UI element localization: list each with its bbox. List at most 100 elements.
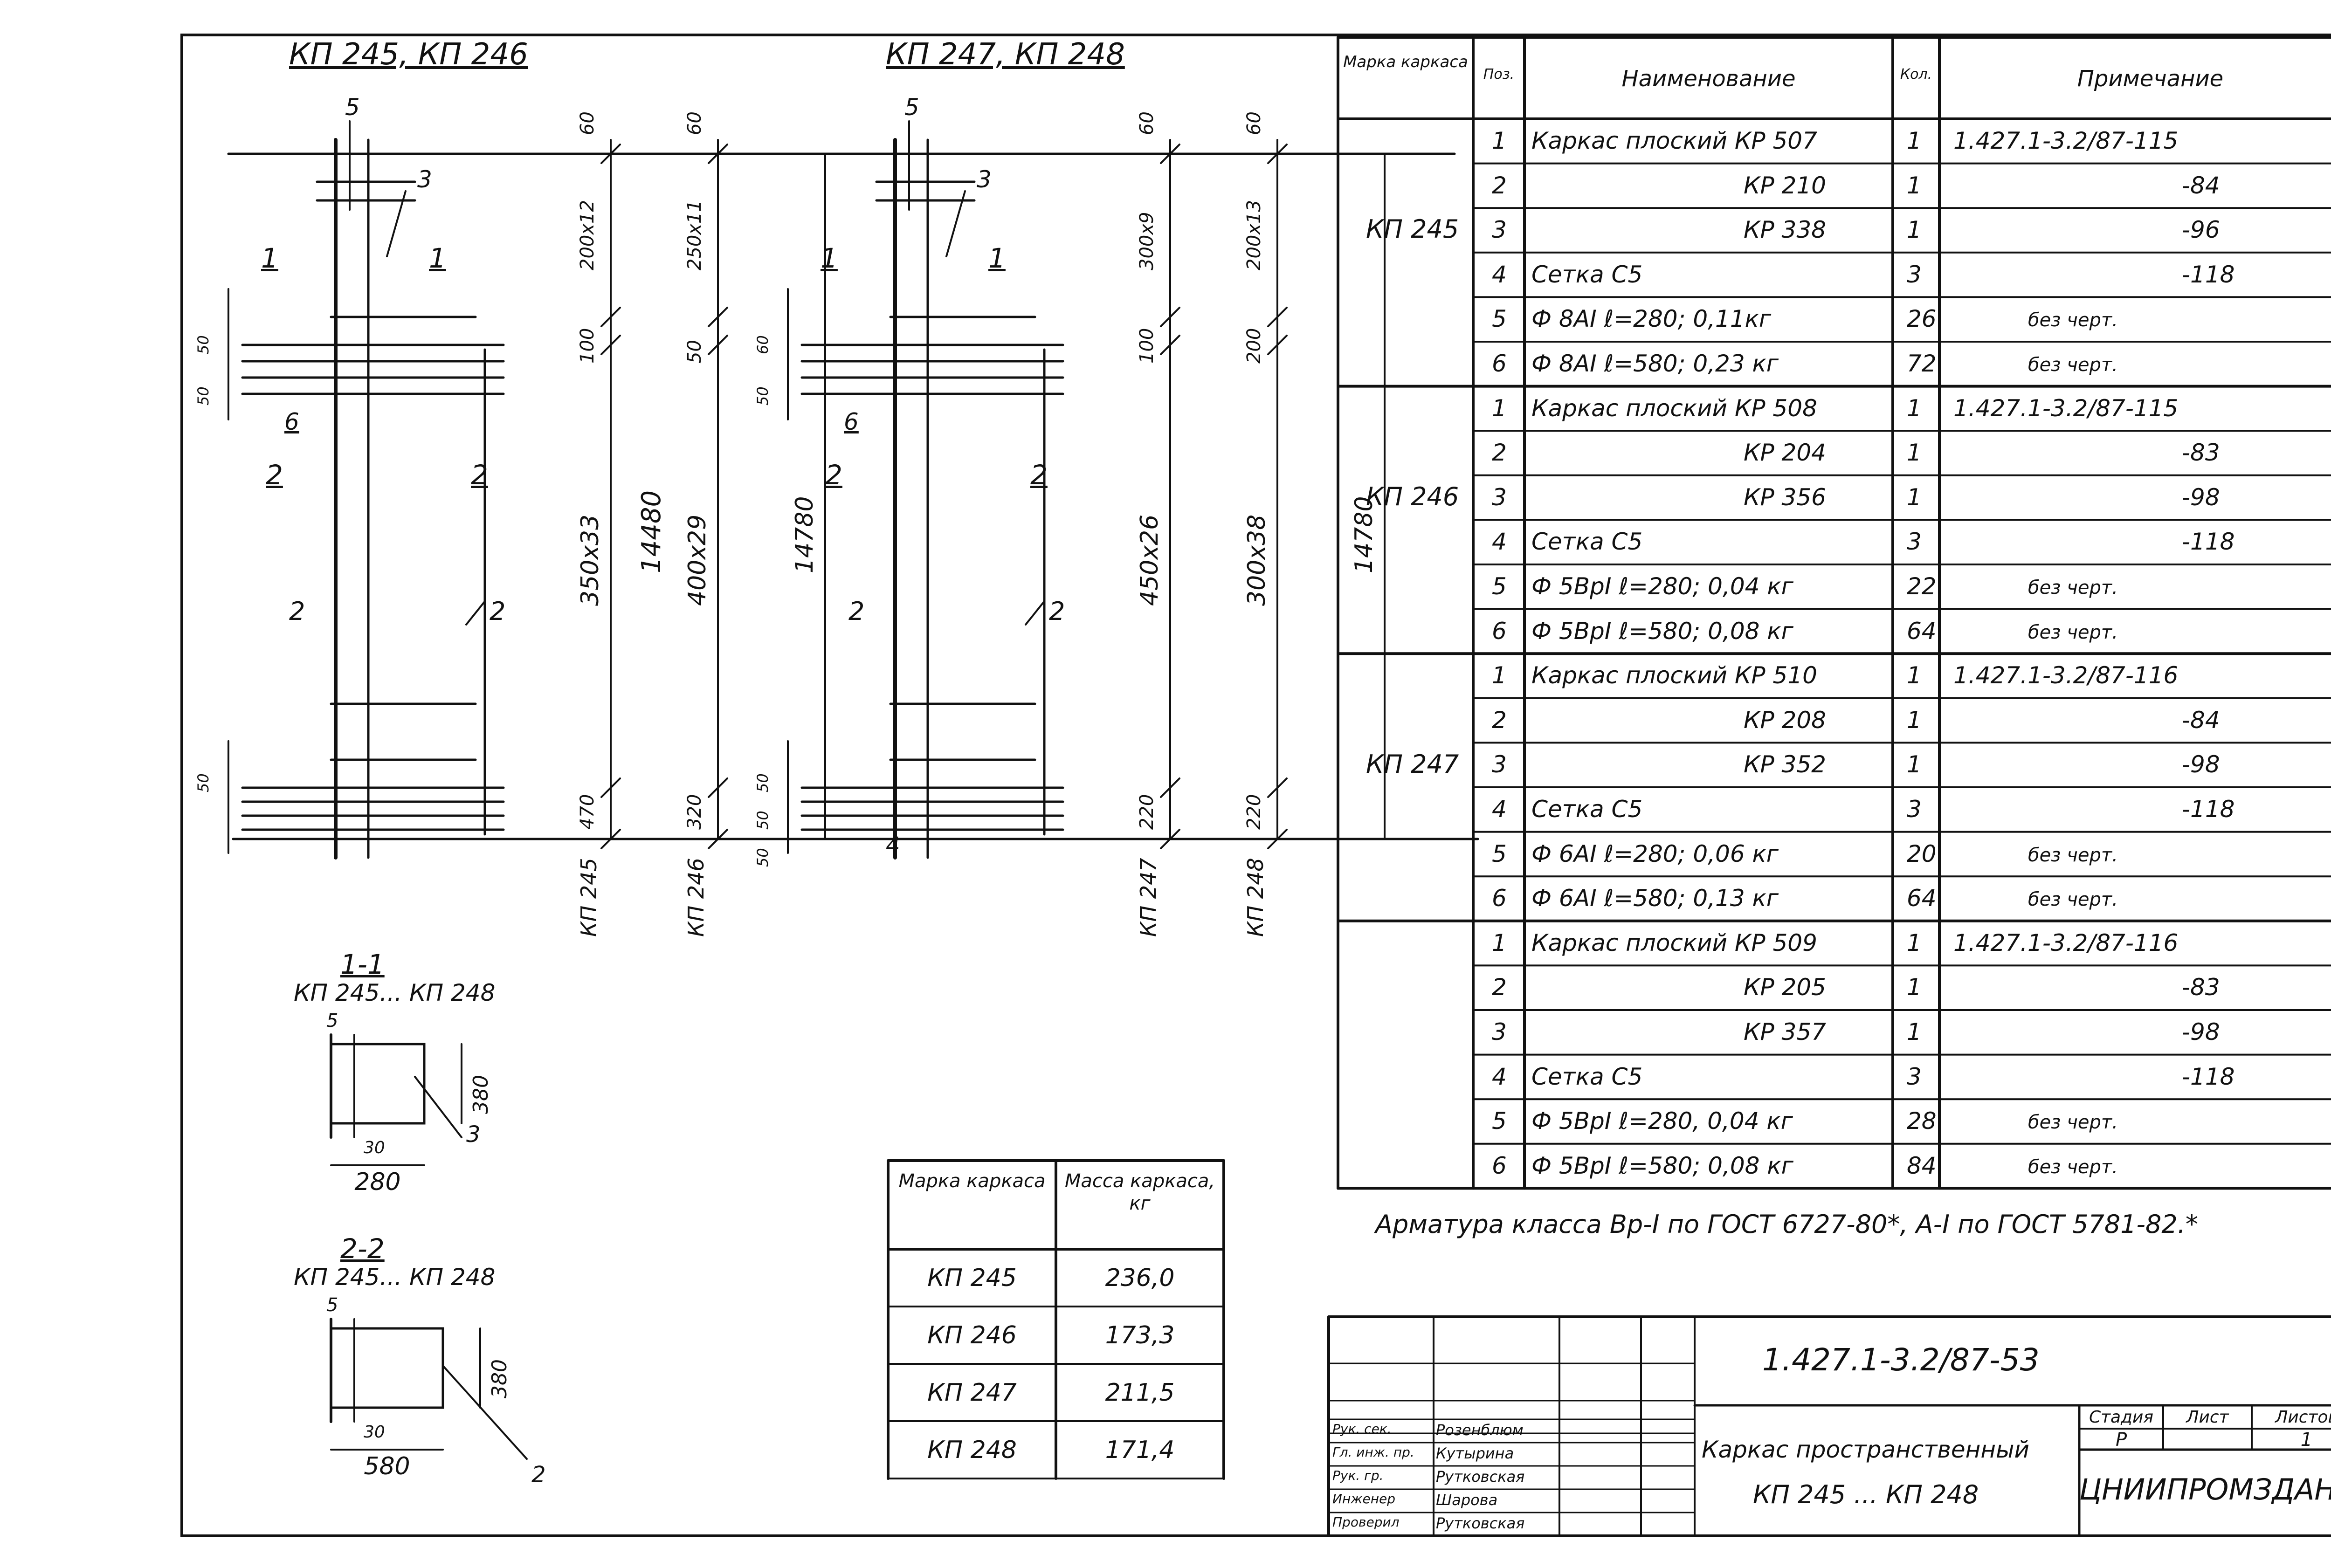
spec-row-note: без черт. bbox=[2028, 844, 2118, 866]
stamp-name: Рутковская bbox=[1436, 1514, 1525, 1532]
spec-row-name: Сетка С5 bbox=[1531, 1063, 1643, 1090]
right-dim-tick-a-3 bbox=[1160, 777, 1180, 798]
spec-header-name: Наименование bbox=[1621, 66, 1796, 92]
right-pos3-leader bbox=[945, 190, 966, 257]
spec-row-name: Сетка С5 bbox=[1531, 528, 1643, 556]
right-dim-tick-a-0 bbox=[1160, 144, 1180, 164]
right-dim-tick-b-1 bbox=[1267, 307, 1288, 327]
right-dim-total: 14780 bbox=[1350, 496, 1378, 573]
left-dim-tick-a-4 bbox=[600, 829, 621, 849]
spec-row-qty: 3 bbox=[1907, 796, 1922, 823]
left-left-dim-2: 50 bbox=[194, 773, 212, 792]
spec-row-qty: 1 bbox=[1907, 394, 1922, 422]
stamp-name: Розенблюм bbox=[1436, 1421, 1524, 1439]
left-dim-tick-b-2 bbox=[708, 335, 728, 355]
spec-row-name: Ф 5ВрI ℓ=280; 0,04 кг bbox=[1531, 573, 1793, 600]
spec-row-note: -84 bbox=[2182, 706, 2220, 734]
spec-row-name: КР 357 bbox=[1744, 1018, 1826, 1045]
section-2-2-outline bbox=[330, 1327, 444, 1409]
spec-row-pos: 1 bbox=[1492, 127, 1507, 154]
left-dim-col2-1: 250x11 bbox=[684, 200, 705, 270]
right-dim-col2-4: 220 bbox=[1243, 794, 1265, 830]
left-dim-total: 14780 bbox=[791, 496, 819, 573]
right-left-dim-1: 50 bbox=[754, 386, 772, 406]
right-pos-2a: 2 bbox=[825, 459, 842, 491]
left-pos2-leader bbox=[465, 600, 486, 626]
left-pos-2b: 2 bbox=[471, 459, 488, 491]
spec-row-note: -83 bbox=[2182, 439, 2220, 467]
left-view-title: КП 245, КП 246 bbox=[289, 37, 528, 72]
spec-row-pos: 4 bbox=[1492, 261, 1507, 288]
spec-row-pos: 3 bbox=[1492, 216, 1507, 244]
left-dim-col1-4: 470 bbox=[577, 794, 598, 830]
spec-row-qty: 1 bbox=[1907, 216, 1922, 244]
left-dim-col2-2: 50 bbox=[684, 340, 705, 364]
spec-row-pos: 1 bbox=[1492, 394, 1507, 422]
spec-row-pos: 4 bbox=[1492, 528, 1507, 556]
spec-row-pos: 3 bbox=[1492, 483, 1507, 511]
spec-header-pos: Поз. bbox=[1483, 66, 1515, 83]
section-2-2-subtitle: КП 245... КП 248 bbox=[294, 1264, 496, 1291]
left-dim-tick-a-2 bbox=[600, 335, 621, 355]
spec-row-qty: 3 bbox=[1907, 261, 1922, 288]
spec-row-pos: 4 bbox=[1492, 1063, 1507, 1090]
mass-row-value: 236,0 bbox=[1105, 1264, 1175, 1292]
stamp-sheets-label: Листов bbox=[2275, 1408, 2331, 1427]
left-pos-6: 6 bbox=[284, 408, 299, 435]
spec-row-note: -118 bbox=[2182, 261, 2235, 288]
left-dim-col1-1: 200x12 bbox=[577, 200, 598, 270]
stamp-role: Рук. гр. bbox=[1332, 1468, 1384, 1483]
stamp-sheet-label: Лист bbox=[2186, 1408, 2229, 1427]
right-dim-col2-1: 200x13 bbox=[1243, 200, 1265, 270]
stamp-name: Рутковская bbox=[1436, 1468, 1525, 1485]
spec-row-note: без черт. bbox=[2028, 1112, 2118, 1134]
stamp-title-line-1: Каркас пространственный bbox=[1702, 1436, 2030, 1463]
spec-row-qty: 22 bbox=[1907, 573, 1937, 600]
spec-row-note: -96 bbox=[2182, 216, 2220, 244]
spec-row-pos: 6 bbox=[1492, 617, 1507, 645]
stamp-name: Кутырина bbox=[1436, 1444, 1514, 1462]
spec-row-name: Сетка С5 bbox=[1531, 261, 1643, 288]
section-2-2-title: 2-2 bbox=[340, 1233, 385, 1265]
left-pos-1b: 1 bbox=[429, 242, 446, 274]
spec-row-name: Ф 5ВрI ℓ=580; 0,08 кг bbox=[1531, 1152, 1793, 1179]
right-dim-col1-0: 60 bbox=[1136, 111, 1158, 135]
spec-row-qty: 1 bbox=[1907, 483, 1922, 511]
left-pos-3: 3 bbox=[417, 166, 432, 193]
spec-row-qty: 1 bbox=[1907, 1018, 1922, 1045]
reinforcement-note: Арматура класса Вр-I по ГОСТ 6727-80*, A… bbox=[1375, 1210, 2198, 1239]
mass-row-value: 211,5 bbox=[1105, 1379, 1175, 1407]
spec-row-qty: 84 bbox=[1907, 1152, 1937, 1179]
left-dim-tick-b-4 bbox=[708, 829, 728, 849]
right-pos-5: 5 bbox=[904, 94, 919, 121]
spec-row-note: 1.427.1-3.2/87-116 bbox=[1953, 662, 2179, 689]
section-2-2-dim-height: 380 bbox=[488, 1359, 511, 1398]
right-dim-col2-3: 300x38 bbox=[1243, 514, 1271, 606]
section-1-1-outline bbox=[330, 1043, 426, 1125]
spec-row-note: -84 bbox=[2182, 172, 2220, 199]
right-dim-tick-a-4 bbox=[1160, 829, 1180, 849]
right-pos-2d: 2 bbox=[1049, 597, 1065, 626]
spec-row-qty: 1 bbox=[1907, 439, 1922, 467]
right-pos2-leader bbox=[1025, 600, 1045, 626]
spec-row-pos: 3 bbox=[1492, 751, 1507, 778]
spec-row-name: Каркас плоский КР 507 bbox=[1531, 127, 1817, 154]
spec-row-qty: 1 bbox=[1907, 706, 1922, 734]
left-pos-5: 5 bbox=[345, 94, 360, 121]
right-pos-2c: 2 bbox=[848, 597, 865, 626]
right-pos-3: 3 bbox=[977, 166, 992, 193]
section-1-1-pos3-leader bbox=[414, 1076, 462, 1138]
spec-row-name: КР 338 bbox=[1744, 216, 1826, 244]
stamp-role: Рук. сек. bbox=[1332, 1421, 1392, 1437]
stamp-stage-value: Р bbox=[2115, 1429, 2127, 1451]
sheet-frame bbox=[180, 34, 2331, 1537]
spec-row-pos: 5 bbox=[1492, 840, 1507, 867]
right-dim-tick-b-0 bbox=[1267, 144, 1288, 164]
spec-row-name: Ф 8AI ℓ=580; 0,23 кг bbox=[1531, 350, 1779, 377]
spec-row-pos: 1 bbox=[1492, 662, 1507, 689]
section-2-2-pos-2: 2 bbox=[531, 1462, 546, 1488]
spec-row-pos: 5 bbox=[1492, 305, 1507, 333]
right-left-dim-3: 50 bbox=[754, 811, 772, 830]
stamp-title-line-2: КП 245 ... КП 248 bbox=[1753, 1480, 1979, 1509]
right-bottom-label-1: КП 247 bbox=[1136, 858, 1161, 937]
